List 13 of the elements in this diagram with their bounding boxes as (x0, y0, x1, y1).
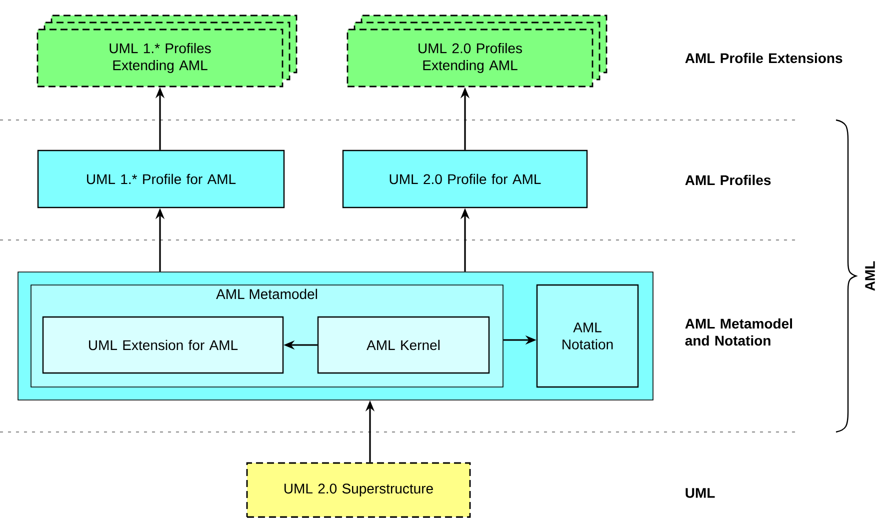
dashed-box: UML 2.0 Superstructure (246, 462, 471, 518)
profile-stack-box: UML 2.0 Profiles Extending AML (346, 14, 608, 88)
layer-label: AML Profiles (685, 174, 771, 186)
layer-label: AML Profile Extensions (685, 52, 842, 64)
process-box: UML 2.0 Profile for AML (342, 150, 588, 208)
layer-label: AML Metamodel and Notation (685, 318, 792, 346)
process-box: AML Kernel (317, 316, 490, 374)
bracket-label: AML (865, 261, 875, 291)
process-box: UML 1.* Profile for AML (37, 150, 285, 208)
process-box: AML Notation (536, 284, 639, 388)
profile-stack-box: UML 1.* Profiles Extending AML (36, 14, 298, 88)
process-box: UML Extension for AML (42, 316, 284, 374)
layer-label: UML (686, 488, 715, 498)
